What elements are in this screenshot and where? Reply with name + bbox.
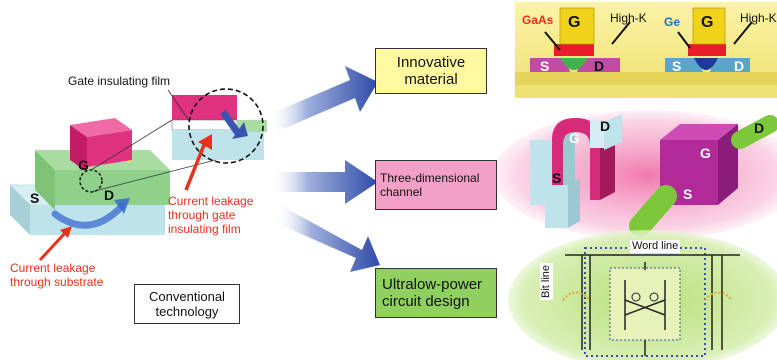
ge-gate-label: G	[701, 14, 714, 31]
gaas-label: GaAs	[522, 13, 554, 27]
gate-insulating-film-label: Gate insulating film	[68, 74, 171, 88]
nanowire-gate-label: G	[700, 145, 711, 161]
substrate-leakage-line-2: through substrate	[10, 274, 104, 289]
fin-drain-label: D	[600, 118, 611, 134]
word-line-label: Word line	[630, 240, 681, 253]
ultralow-power-circuit-box: Ultralow-power circuit design	[375, 268, 497, 318]
drain-terminal-label: D	[104, 187, 115, 203]
nanowire-source-label: S	[683, 186, 693, 202]
gaas-gate-label: G	[568, 14, 581, 31]
flow-arrows	[268, 66, 380, 272]
three-d-channel-illustration	[493, 110, 777, 240]
conventional-line-2: technology	[155, 304, 219, 319]
fin-source-label: S	[552, 170, 562, 186]
high-k-label-2: High-K	[740, 11, 777, 25]
nanowire-drain-label: D	[754, 120, 765, 136]
gate-leakage-label: Current leakage through gate insulating …	[168, 194, 254, 236]
ge-label: Ge	[664, 15, 681, 29]
innovative-material-illustration	[515, 2, 777, 98]
fin-gate-label: G	[569, 130, 580, 146]
innovative-line-2: material	[404, 71, 458, 88]
ge-drain-label: D	[734, 58, 745, 74]
ultralow-line-1: Ultralow-power	[382, 276, 483, 293]
high-k-label-1: High-K	[610, 11, 647, 25]
gate-terminal-label: G	[78, 157, 89, 173]
source-terminal-label: S	[30, 190, 40, 206]
bit-line-label: Bit line	[540, 262, 553, 300]
conventional-transistor	[9, 118, 170, 262]
ultralow-line-2: circuit design	[382, 293, 470, 310]
innovative-material-box: Innovative material	[375, 48, 487, 94]
gate-zoom-inset	[90, 88, 267, 193]
conventional-line-1: Conventional	[149, 289, 225, 304]
gate-leakage-line-3: insulating film	[168, 221, 241, 236]
gate-leakage-line-2: through gate	[168, 207, 236, 222]
conventional-technology-box: Conventional technology	[134, 284, 240, 324]
substrate-leakage-line-1: Current leakage	[10, 261, 96, 275]
gaas-drain-label: D	[594, 58, 605, 74]
gaas-source-label: S	[540, 58, 550, 74]
gate-leakage-line-1: Current leakage	[168, 194, 254, 208]
three-d-line-1: Three-dimensional	[380, 171, 480, 185]
ultralow-power-circuit-illustration	[508, 230, 777, 360]
three-dimensional-channel-box: Three-dimensional channel	[375, 160, 497, 210]
ge-source-label: S	[672, 58, 682, 74]
three-d-line-2: channel	[380, 185, 423, 199]
substrate-leakage-label: Current leakage through substrate	[10, 261, 104, 290]
innovative-line-1: Innovative	[396, 54, 466, 71]
